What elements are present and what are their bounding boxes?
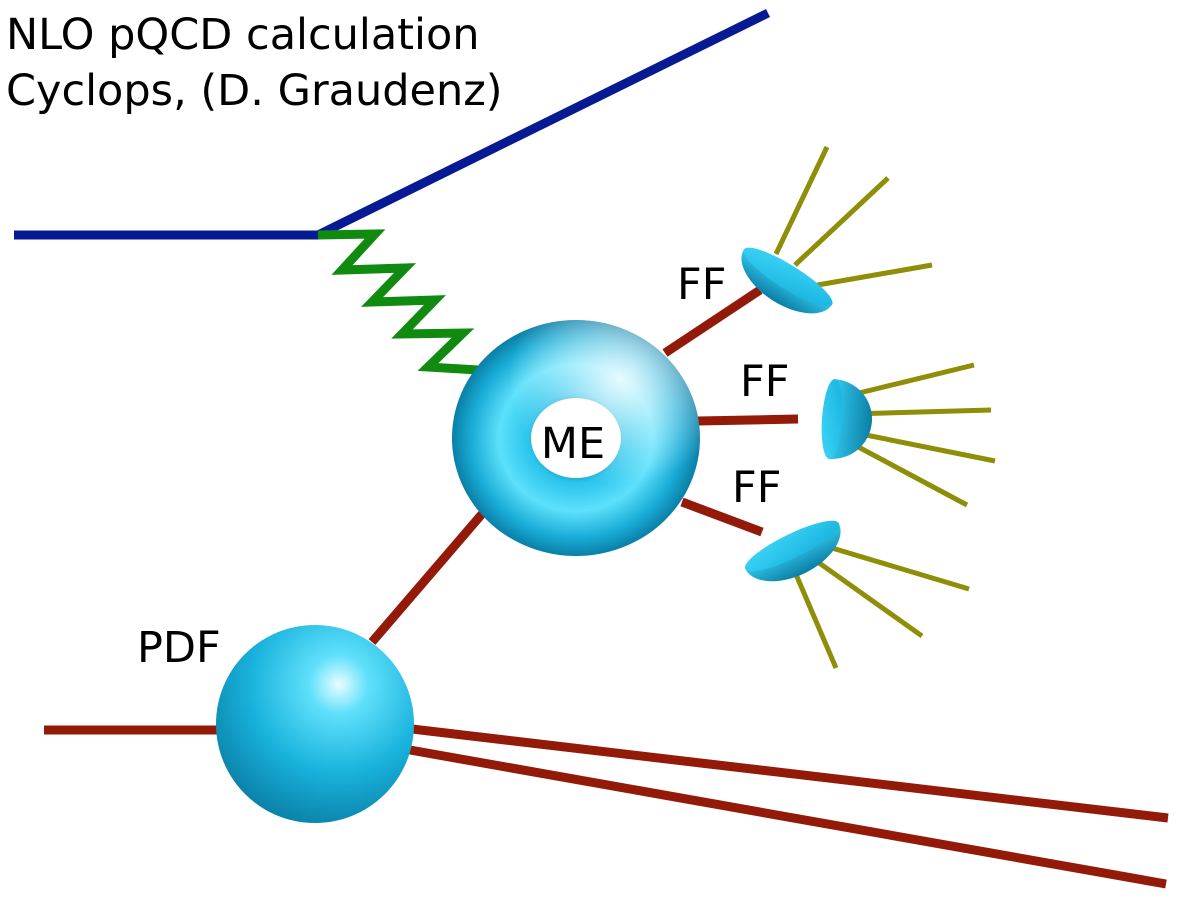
hadron-line [850,407,992,417]
parton-lines [44,286,1169,889]
pdf-label: PDF [137,623,221,673]
pdf-sphere [216,625,414,823]
title-line-2: Cyclops, (D. Graudenz) [6,66,503,116]
hadron-line [850,429,996,464]
ff-label-1: FF [677,260,726,310]
hadron-lines [773,145,996,669]
hadron-line [811,262,933,289]
hadron-line [773,145,830,256]
hadron-line [821,542,970,592]
ff-cap-1 [741,247,833,314]
hadron-line [793,176,890,267]
hadron-line [789,564,839,669]
me-to-ff3-line [680,497,764,537]
boson-line [317,229,479,375]
me-to-ff1-line [662,286,763,357]
hadron-line [806,552,924,639]
pdf-to-me-line [368,511,486,645]
hadron-line [847,439,969,508]
remnant-line-upper [411,724,1169,823]
hadron-line [850,362,975,398]
ff-cap-2 [821,379,872,459]
me-label: ME [541,419,605,469]
ff-label-3: FF [732,463,781,513]
me-torus [452,320,700,556]
ff-label-2: FF [740,357,789,407]
me-to-ff2-line [697,414,799,426]
title-line-1: NLO pQCD calculation [6,10,480,60]
remnant-line-lower [409,745,1167,889]
ff-cap-3 [744,520,841,582]
